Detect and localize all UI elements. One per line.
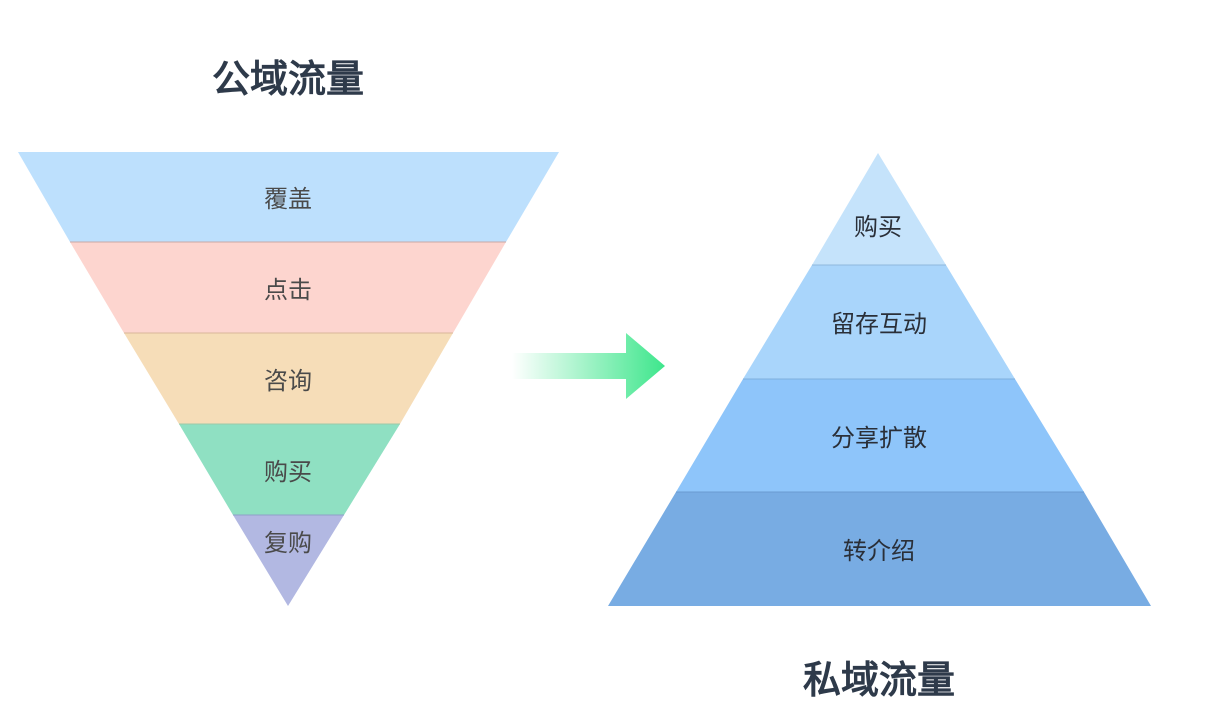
funnel-label-cover: 覆盖 <box>264 185 312 213</box>
pyramid-label-referral: 转介绍 <box>843 537 915 565</box>
funnel-layer-purchase <box>179 424 400 515</box>
private-pyramid: 购买 留存互动 分享扩散 转介绍 <box>608 153 1151 606</box>
pyramid-layer-retention <box>743 265 1015 379</box>
pyramid-label-purchase: 购买 <box>854 213 902 241</box>
arrow-right-icon <box>512 333 665 399</box>
pyramid-label-retention: 留存互动 <box>831 310 927 338</box>
private-traffic-title: 私域流量 <box>803 658 955 702</box>
pyramid-label-sharing: 分享扩散 <box>831 424 927 452</box>
pyramid-layer-referral <box>608 492 1151 606</box>
funnel-layer-cover <box>18 152 559 242</box>
funnel-label-repurchase: 复购 <box>264 529 312 557</box>
funnel-layer-click <box>70 242 506 333</box>
funnel-layer-repurchase <box>233 515 344 606</box>
funnel-label-purchase: 购买 <box>264 458 312 486</box>
funnel-label-click: 点击 <box>264 276 312 304</box>
public-traffic-title: 公域流量 <box>212 57 364 101</box>
funnel-layer-consult <box>124 333 453 424</box>
public-funnel: 覆盖 点击 咨询 购买 复购 <box>18 152 559 606</box>
funnel-label-consult: 咨询 <box>264 367 312 395</box>
pyramid-layer-purchase <box>812 153 946 265</box>
pyramid-layer-sharing <box>676 379 1084 492</box>
